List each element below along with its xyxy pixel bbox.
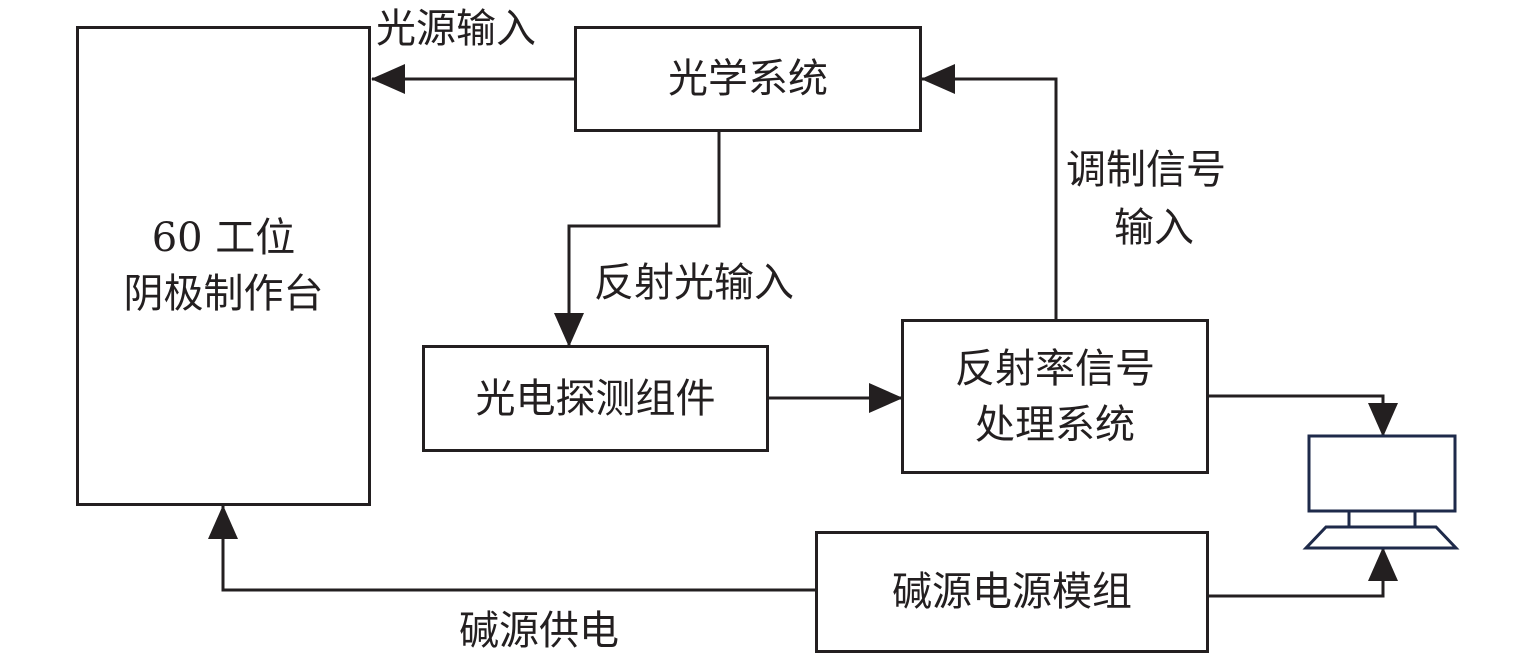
optical-system-box: 光学系统 [574,26,922,132]
optical-system-label: 光学系统 [668,56,828,102]
arrow-processor-to-computer [1208,394,1398,437]
modulation-signal-label-line1: 调制信号 [1066,147,1226,193]
photodetector-box: 光电探测组件 [422,345,769,452]
alkali-power-module-label: 碱源电源模组 [892,569,1132,615]
cathode-station-line2: 阴极制作台 [123,271,324,317]
arrow-reflected-light [554,132,721,347]
modulation-signal-label-line2: 输入 [1114,205,1194,251]
reflected-light-input-label: 反射光输入 [594,260,794,306]
reflectance-processor-line1: 反射率信号 [955,345,1155,392]
cathode-station-line1: 60 工位 [151,215,296,261]
arrow-alkali-to-computer [1208,547,1398,598]
arrow-alkali-supply [208,505,816,592]
reflectance-processor-line2: 处理系统 [975,401,1135,448]
alkali-supply-label: 碱源供电 [459,608,619,654]
photodetector-label: 光电探测组件 [475,375,716,422]
alkali-power-module-box: 碱源电源模组 [815,531,1209,653]
computer-icon [1302,434,1460,550]
cathode-station-box: 60 工位 阴极制作台 [76,26,371,506]
arrow-modulation-signal [921,64,1058,320]
light-input-label: 光源输入 [376,6,536,52]
reflectance-processor-box: 反射率信号 处理系统 [901,319,1209,474]
